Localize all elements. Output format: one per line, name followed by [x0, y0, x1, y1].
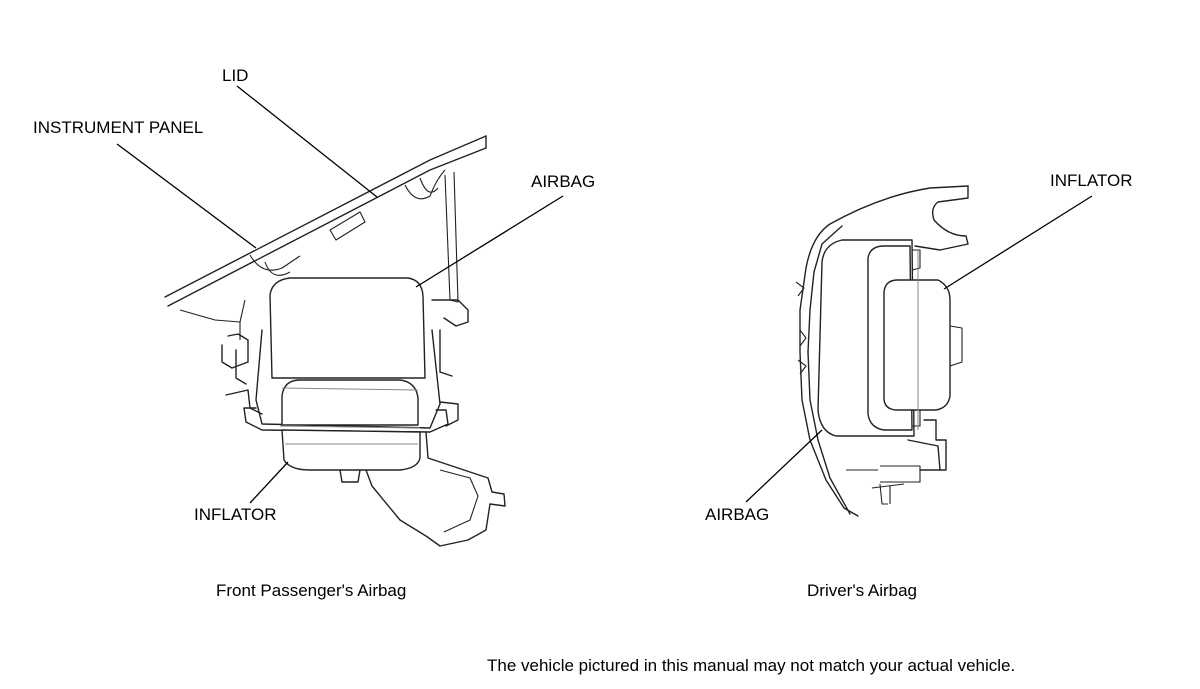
passenger-airbag-drawing	[164, 135, 506, 547]
label-airbag-passenger: AIRBAG	[531, 172, 596, 191]
label-lid: LID	[222, 66, 249, 85]
caption-passenger: Front Passenger's Airbag	[216, 581, 407, 600]
label-instrument-panel: INSTRUMENT PANEL	[33, 118, 204, 137]
caption-driver: Driver's Airbag	[807, 581, 918, 600]
driver-airbag-drawing	[795, 185, 969, 517]
leader-lines	[116, 85, 1093, 504]
disclaimer-text: The vehicle pictured in this manual may …	[487, 656, 1016, 675]
label-inflator-driver: INFLATOR	[1050, 171, 1133, 190]
label-airbag-driver: AIRBAG	[705, 505, 770, 524]
label-inflator-passenger: INFLATOR	[194, 505, 277, 524]
